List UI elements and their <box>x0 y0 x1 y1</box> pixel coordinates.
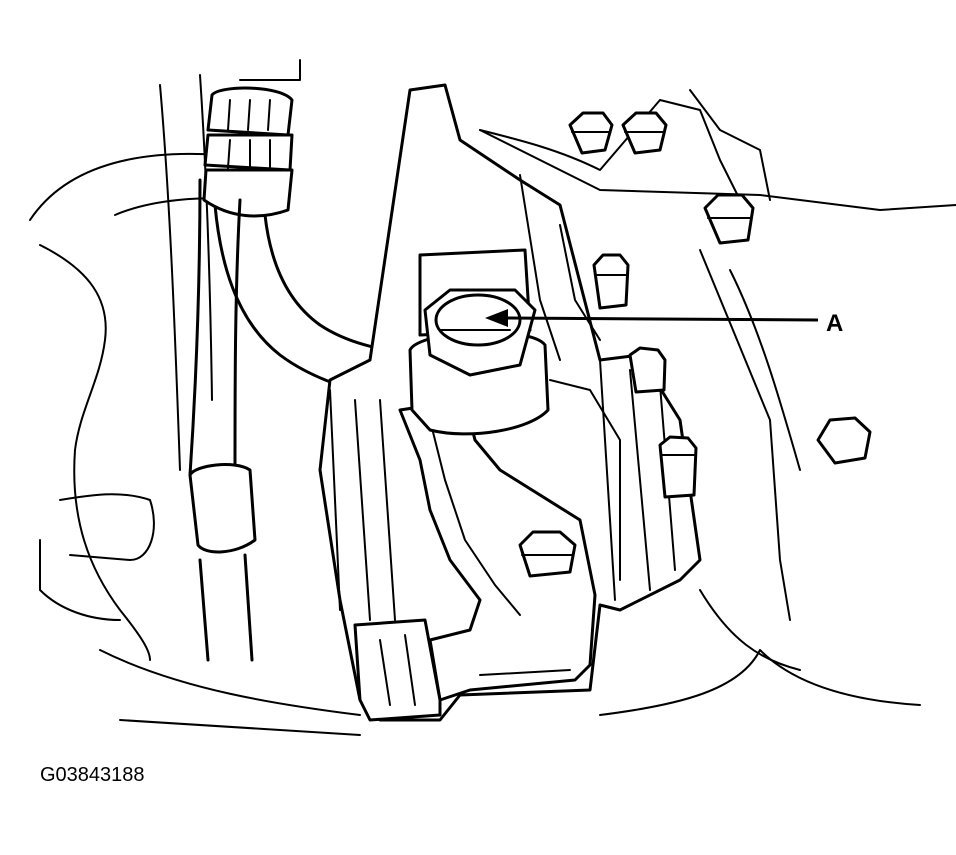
figure-code: G03843188 <box>40 764 145 786</box>
mounting-bracket <box>398 398 597 702</box>
bolt-bracket <box>518 530 577 578</box>
bolt-right-1 <box>703 193 755 245</box>
bolts <box>518 111 872 578</box>
callout-label-a: A <box>826 310 843 337</box>
engine-outline <box>29 59 956 736</box>
bolt-top-1 <box>568 111 614 155</box>
hose-clamp <box>353 618 442 722</box>
bolt-right-2 <box>592 253 630 310</box>
bolt-right-3 <box>628 346 667 394</box>
banjo-bolt <box>408 248 550 436</box>
bolt-loose <box>816 416 872 465</box>
callout-a-leader <box>485 309 819 327</box>
bolt-top-2 <box>621 111 668 155</box>
return-hose <box>188 178 257 662</box>
bolt-right-4 <box>658 435 698 499</box>
hose <box>202 86 422 407</box>
